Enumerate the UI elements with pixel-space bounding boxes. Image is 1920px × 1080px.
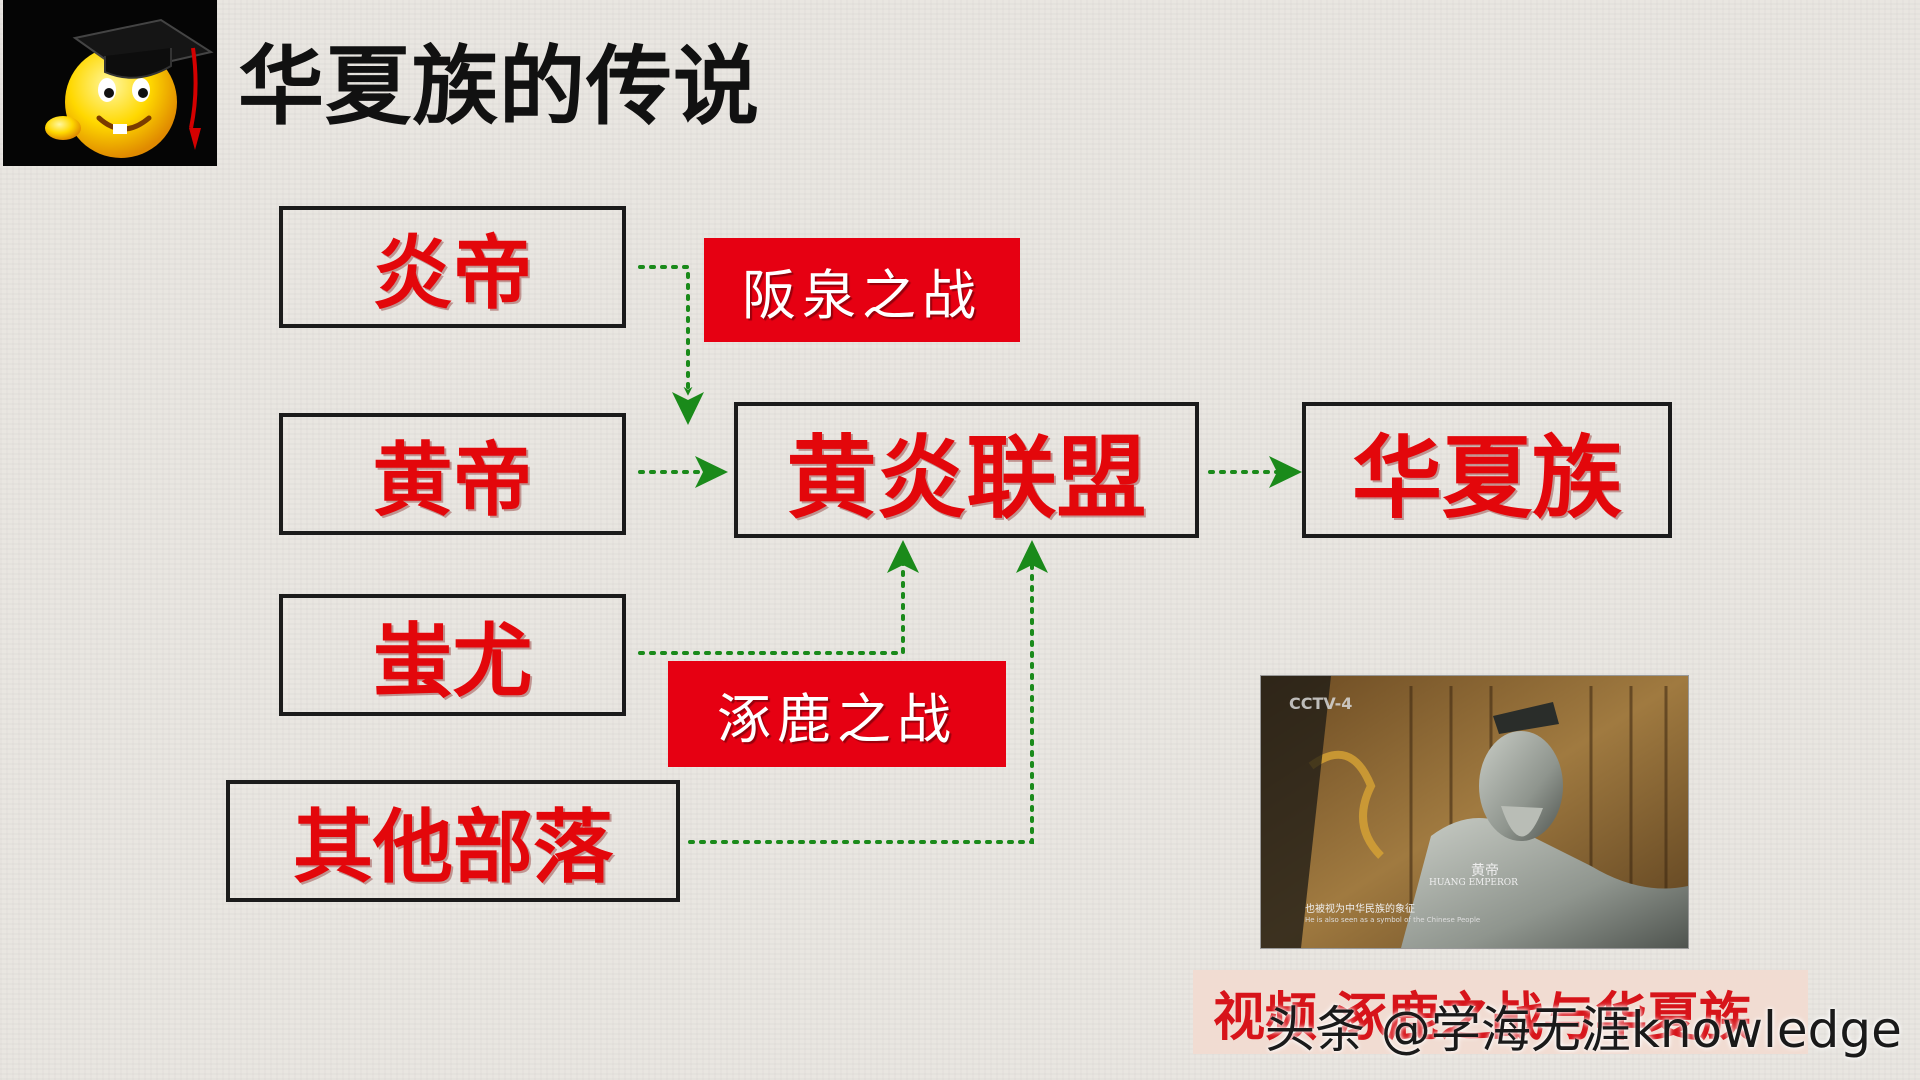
subtitle-cn: 也被视为中华民族的象征 — [1305, 904, 1415, 915]
node-other-tribes: 其他部落 — [226, 780, 680, 902]
battle-zhuolu-label: 涿鹿之战 — [717, 687, 957, 751]
subtitle-en: He is also seen as a symbol of the Chine… — [1305, 916, 1481, 924]
node-alliance: 黄炎联盟 — [734, 402, 1199, 538]
node-chiyou-label: 蚩尤 — [372, 615, 533, 708]
node-yandi-label: 炎帝 — [372, 227, 533, 320]
arrow-other-tribes-to-alliance — [688, 546, 1037, 844]
node-huaxia: 华夏族 — [1302, 402, 1672, 538]
node-yandi: 炎帝 — [279, 206, 626, 328]
battle-zhuolu-tag: 涿鹿之战 — [668, 661, 1006, 767]
battle-banquan-label: 阪泉之战 — [742, 263, 982, 327]
node-huangdi: 黄帝 — [279, 413, 626, 535]
video-thumbnail[interactable]: CCTV-4 黄帝 HUANG EMPEROR 也被视为中华民族的象征 He i… — [1260, 675, 1689, 949]
video-caption-text: 视频 涿鹿之战与华夏族 — [1213, 987, 1752, 1048]
node-chiyou: 蚩尤 — [279, 594, 626, 716]
watermark: 头条 @学海无涯knowledge — [1265, 1001, 1902, 1059]
node-huaxia-label: 华夏族 — [1352, 426, 1622, 531]
battle-banquan-tag: 阪泉之战 — [704, 238, 1020, 342]
channel-logo: CCTV-4 — [1289, 694, 1353, 713]
node-other-tribes-label: 其他部落 — [293, 801, 613, 894]
node-huangdi-label: 黄帝 — [372, 434, 533, 527]
arrow-yandi-to-alliance — [638, 265, 693, 397]
smiley-graduation-cap-icon — [3, 0, 217, 166]
figure-label: 黄帝 — [1471, 863, 1499, 879]
arrow-chiyou-to-alliance — [638, 546, 908, 655]
node-alliance-label: 黄炎联盟 — [786, 426, 1147, 531]
video-caption[interactable]: 视频 涿鹿之战与华夏族 — [1193, 970, 1808, 1054]
figure-label-en: HUANG EMPEROR — [1429, 878, 1518, 888]
page-title: 华夏族的传说 — [238, 37, 760, 137]
